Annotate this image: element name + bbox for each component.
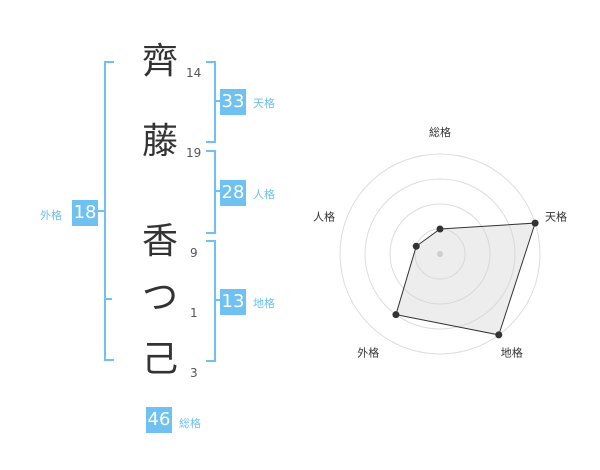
chikaku-connector: [214, 299, 220, 301]
radar-grid-ring: [339, 153, 541, 355]
jinkaku-connector: [214, 190, 220, 192]
radar-point-1: [531, 219, 539, 227]
gaikaku-value: 18: [72, 200, 98, 226]
jinkaku-bracket: [206, 150, 216, 234]
name-char: 己: [141, 339, 178, 380]
stroke-count: 9: [190, 246, 198, 260]
radar-grid-ring: [364, 178, 516, 330]
tenkaku-value: 33: [220, 89, 246, 115]
tenkaku-bracket: [206, 61, 216, 143]
stroke-count: 19: [186, 146, 202, 160]
outer-bracket-tick: [98, 210, 104, 212]
stroke-count: 1: [190, 306, 198, 320]
radar-axis-label: 総格: [429, 125, 451, 139]
soukaku-label: 総格: [179, 417, 201, 430]
radar-axis-label: 人格: [313, 209, 335, 223]
tenkaku-label: 天格: [253, 97, 275, 110]
name-char: 齊: [141, 41, 178, 82]
radar-grid-ring: [389, 203, 491, 305]
radar-point-2: [495, 331, 503, 339]
outer-bracket: [104, 61, 114, 361]
jinkaku-value: 28: [220, 180, 246, 206]
jinkaku-label: 人格: [253, 188, 275, 201]
radar-point-4: [412, 242, 420, 250]
chikaku-label: 地格: [253, 297, 275, 310]
radar-center: [437, 251, 443, 257]
radar-axis-label: 天格: [545, 209, 567, 223]
name-char: 香: [141, 221, 178, 262]
chikaku-bracket: [206, 240, 216, 362]
gaikaku-label: 外格: [40, 209, 62, 222]
outer-bracket-lower-tick: [104, 298, 112, 300]
radar-axis-label: 外格: [357, 346, 379, 360]
tenkaku-connector: [214, 100, 220, 102]
name-char: 藤: [141, 121, 178, 162]
stroke-count: 3: [190, 366, 198, 380]
radar-point-3: [392, 311, 400, 319]
name-char: つ: [141, 277, 178, 318]
radar-point-0: [436, 225, 444, 233]
radar-axis-label: 地格: [501, 346, 523, 360]
radar-value-polygon: [395, 222, 536, 336]
soukaku-value: 46: [146, 407, 172, 433]
stroke-count: 14: [186, 66, 202, 80]
chikaku-value: 13: [220, 289, 246, 315]
